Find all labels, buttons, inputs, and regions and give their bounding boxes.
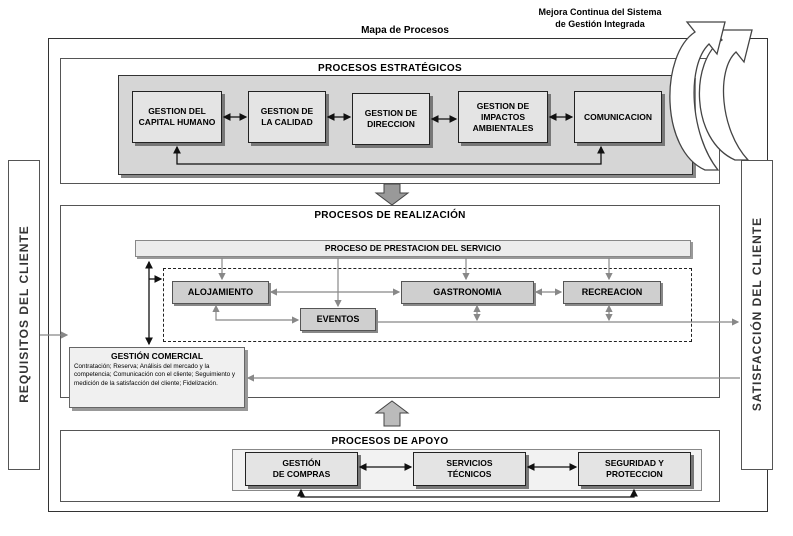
seguridad-proteccion-box: SEGURIDAD Y PROTECCION	[578, 452, 691, 486]
direccion-box: GESTION DE DIRECCION	[352, 93, 430, 145]
satisfaccion-bar	[741, 160, 773, 470]
alojamiento-box: ALOJAMIENTO	[172, 281, 269, 304]
requisitos-bar	[8, 160, 40, 470]
gestion-comercial-text: Contratación; Reserva; Análisis del merc…	[74, 363, 236, 387]
mejora-continua-arrows	[669, 21, 753, 171]
gestion-comercial-title: GESTIÓN COMERCIAL	[110, 351, 204, 361]
gastronomia-box: GASTRONOMIA	[401, 281, 534, 304]
realizacion-title: PROCESOS DE REALIZACIÓN	[314, 210, 466, 221]
estrategicos-connectors	[173, 113, 605, 165]
comunicacion-box: COMUNICACION	[574, 91, 662, 143]
gestion-comercial-box: GESTIÓN COMERCIAL Contratación; Reserva;…	[69, 347, 245, 408]
servicios-tecnicos-box: SERVICIOS TÉCNICOS	[413, 452, 526, 486]
impactos-ambientales-box: GESTION DE IMPACTOS AMBIENTALES	[458, 91, 548, 143]
down-block-arrow	[374, 183, 410, 206]
prestacion-connectors	[40, 258, 740, 382]
servicios-dashed-group	[163, 268, 692, 342]
apoyo-title: PROCESOS DE APOYO	[331, 436, 449, 447]
gestion-compras-box: GESTIÓN DE COMPRAS	[245, 452, 358, 486]
prestacion-servicio-bar: PROCESO DE PRESTACION DEL SERVICIO	[135, 240, 691, 257]
eventos-box: EVENTOS	[300, 308, 376, 331]
comercial-connectors	[145, 260, 163, 346]
calidad-box: GESTION DE LA CALIDAD	[248, 91, 326, 143]
up-block-arrow	[374, 400, 410, 427]
recreacion-box: RECREACION	[563, 281, 661, 304]
estrategicos-title: PROCESOS ESTRATÉGICOS	[318, 63, 462, 74]
apoyo-connectors	[297, 463, 638, 498]
capital-humano-box: GESTION DEL CAPITAL HUMANO	[132, 91, 222, 143]
page-title: Mapa de Procesos	[361, 25, 449, 36]
mejora-continua-label: Mejora Continua del Sistema de Gestión I…	[538, 7, 662, 29]
